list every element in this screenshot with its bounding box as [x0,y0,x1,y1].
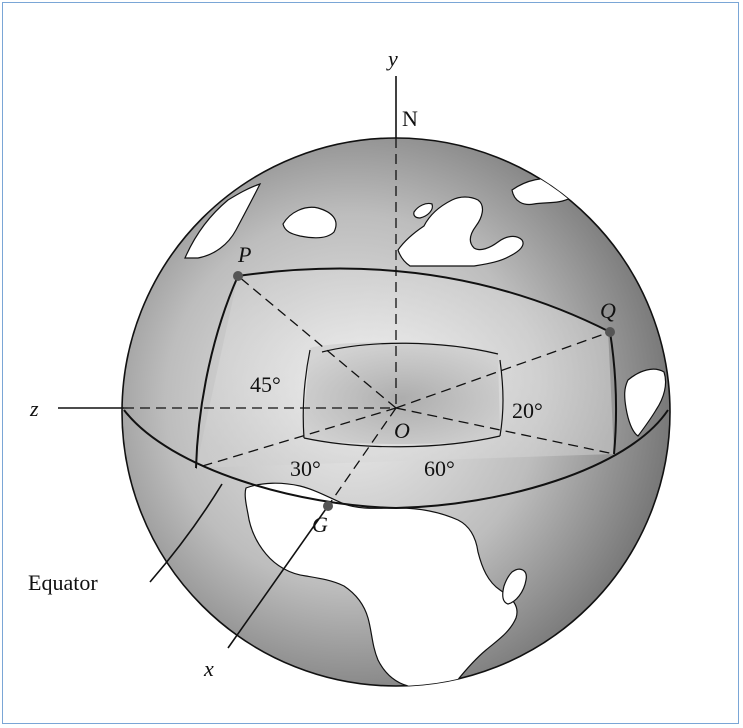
arc-20 [499,359,504,437]
continents [184,177,667,686]
point-q [605,327,615,337]
arc-pq [237,267,611,333]
line-o-right [395,407,615,455]
label-z: z [29,396,39,421]
meridian-p [195,275,239,469]
label-n: N [402,106,418,131]
land-east [624,368,667,437]
label-o: O [394,418,410,443]
line-oq [395,331,611,409]
label-p: P [237,242,251,267]
label-equator: Equator [28,570,98,595]
label-angle-30: 30° [290,456,321,481]
arc-top [321,342,499,355]
land-island [282,206,337,239]
land-europe [397,196,524,267]
line-og [327,407,397,507]
land-europe-north [413,202,433,219]
angle-region [302,342,500,444]
x-axis-solid [227,505,329,649]
label-g: G [312,512,328,537]
arc-30-60 [303,435,501,448]
meridian-q [609,331,618,455]
equator-front [123,409,669,510]
label-y: y [386,46,398,71]
label-x: x [203,656,214,681]
label-q: Q [600,298,616,323]
line-o-left [195,407,397,469]
point-p [233,271,243,281]
arc-45 [302,349,311,439]
label-angle-60: 60° [424,456,455,481]
land-madagascar [502,568,527,605]
line-op [237,275,397,409]
label-angle-45: 45° [250,372,281,397]
land-northwest [184,182,262,259]
label-angle-20: 20° [512,398,543,423]
point-g [323,501,333,511]
equator-leader [149,483,223,583]
